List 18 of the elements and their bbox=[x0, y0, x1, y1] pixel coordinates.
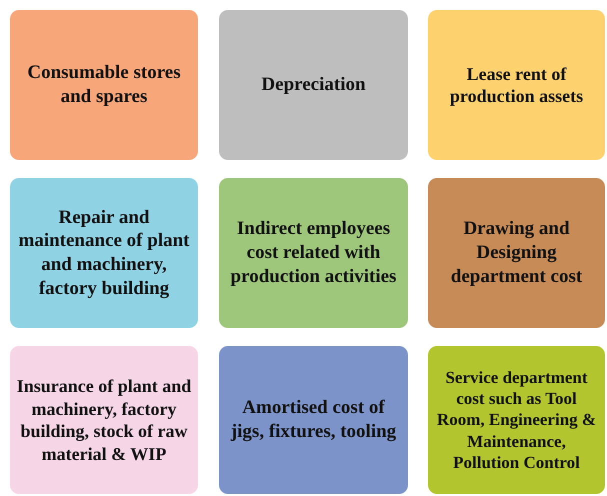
box-label: Indirect employees cost related with production activities bbox=[230, 217, 398, 289]
category-box bbox=[428, 346, 605, 494]
category-box bbox=[428, 10, 605, 160]
category-box bbox=[10, 178, 198, 328]
box-label: Repair and maintenance of plant and machinery, factory building bbox=[18, 206, 190, 300]
category-box bbox=[219, 178, 408, 328]
box-label: Insurance of plant and machinery, factory building, stock of raw material & WIP bbox=[16, 375, 192, 465]
box-label: Drawing and Designing department cost bbox=[450, 217, 584, 289]
category-box bbox=[428, 178, 605, 328]
box-label: Amortised cost of jigs, fixtures, tooling bbox=[230, 396, 398, 444]
category-box bbox=[219, 346, 408, 494]
box-label: Lease rent of production assets bbox=[448, 62, 584, 108]
category-box bbox=[10, 346, 198, 494]
category-box bbox=[219, 10, 408, 160]
box-label: Depreciation bbox=[261, 73, 366, 97]
box-label: Consumable stores and spares bbox=[26, 61, 182, 109]
category-box bbox=[10, 10, 198, 160]
box-label: Service department cost such as Tool Room, Engineering & Maintenance, Pollution Control bbox=[436, 366, 598, 474]
